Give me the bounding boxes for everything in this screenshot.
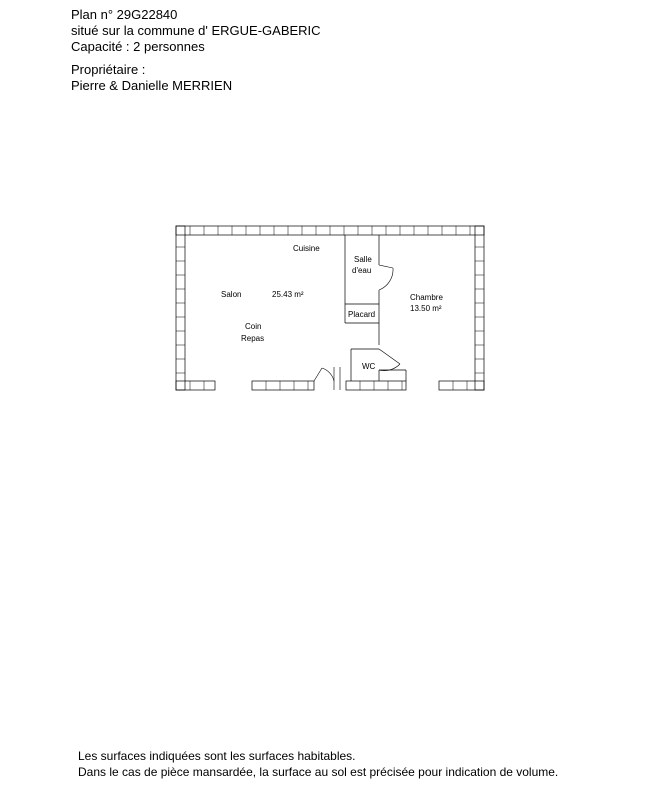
outer-walls [175,225,485,391]
label-cuisine: Cuisine [293,244,320,253]
wc-door-swing [378,348,401,371]
entrance-door-swing [313,367,335,382]
label-coin: Coin [245,322,261,331]
wall-left [175,225,186,391]
plan-footer: Les surfaces indiquées sont les surfaces… [78,748,558,780]
plan-header: Plan n° 29G22840 situé sur la commune d'… [71,7,321,94]
wall-bottom-3 [345,380,407,391]
wall-brick-marks [176,226,484,390]
doors [313,264,401,390]
label-repas: Repas [241,334,264,343]
plan-location: situé sur la commune d' ERGUE-GABERIC [71,23,321,38]
label-chambre: Chambre [410,293,443,302]
label-salle: Salle [354,255,372,264]
plan-number: Plan n° 29G22840 [71,7,178,22]
footer-note-surfaces: Les surfaces indiquées sont les surfaces… [78,749,356,763]
interior-walls [344,235,407,381]
label-salon: Salon [221,290,241,299]
bathroom-door-swing [378,264,394,291]
footer-note-mansarde: Dans le cas de pièce mansardée, la surfa… [78,765,559,779]
label-deau: d'eau [352,266,371,275]
room-labels: Cuisine Salon 25.43 m² Coin Repas Salle … [221,244,443,371]
label-salon-area: 25.43 m² [272,290,304,299]
owner-label: Propriétaire : [71,62,146,77]
label-chambre-area: 13.50 m² [410,304,442,313]
label-placard: Placard [348,310,375,319]
label-wc: WC [362,362,376,371]
wall-bottom-4 [438,380,485,391]
wall-bottom-1 [175,380,216,391]
wall-right [474,225,485,391]
owner-name: Pierre & Danielle MERRIEN [71,78,233,93]
plan-capacity: Capacité : 2 personnes [71,39,205,54]
wall-bottom-2 [251,380,315,391]
